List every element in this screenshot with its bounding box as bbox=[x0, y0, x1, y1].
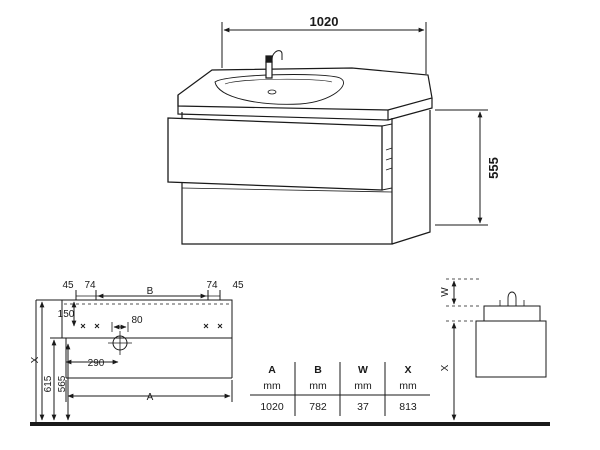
dim-spacing-b: B bbox=[147, 286, 154, 297]
dim-565-label: 565 bbox=[57, 375, 68, 392]
dim-right-offset: 45 bbox=[232, 280, 244, 291]
table-value-w: 37 bbox=[357, 401, 369, 413]
table-unit-x: mm bbox=[399, 380, 417, 392]
table-header-x: X bbox=[404, 364, 411, 376]
table-value-x: 813 bbox=[399, 401, 417, 413]
dim-left-inner: 74 bbox=[84, 280, 96, 291]
floor-line bbox=[30, 422, 550, 426]
dim-left-offset: 45 bbox=[62, 280, 74, 291]
table-header-a: A bbox=[268, 364, 276, 376]
dim-right-inner: 74 bbox=[206, 280, 218, 291]
basin-top bbox=[177, 67, 433, 121]
drawer-front bbox=[167, 117, 393, 191]
dim-615-label: 615 bbox=[43, 375, 54, 392]
vanity-perspective-view bbox=[167, 50, 433, 245]
dim-290: 290 bbox=[88, 358, 105, 369]
table-unit-w: mm bbox=[354, 380, 372, 392]
dim-x-label: X bbox=[30, 356, 41, 363]
dimension-1020 bbox=[221, 22, 427, 74]
table-header-w: W bbox=[358, 364, 368, 376]
drain-icon bbox=[108, 331, 132, 355]
dim-150: 150 bbox=[58, 309, 75, 320]
side-w-label: W bbox=[440, 287, 451, 297]
dim-a-label: A bbox=[147, 392, 154, 403]
dim-80: 80 bbox=[131, 315, 143, 326]
faucet-icon bbox=[265, 50, 283, 79]
side-x-label: X bbox=[440, 364, 451, 371]
fixing-point-marks bbox=[80, 323, 223, 329]
side-view bbox=[446, 278, 547, 421]
table-header-b: B bbox=[314, 364, 322, 376]
dimension-table bbox=[250, 362, 430, 416]
table-unit-b: mm bbox=[309, 380, 327, 392]
table-unit-a: mm bbox=[263, 380, 281, 392]
dimension-1020-label: 1020 bbox=[310, 14, 339, 29]
table-value-b: 782 bbox=[309, 401, 327, 413]
table-value-a: 1020 bbox=[260, 401, 284, 413]
dimension-555-label: 555 bbox=[486, 157, 501, 179]
plan-view bbox=[35, 290, 233, 422]
dimension-555 bbox=[435, 109, 488, 226]
